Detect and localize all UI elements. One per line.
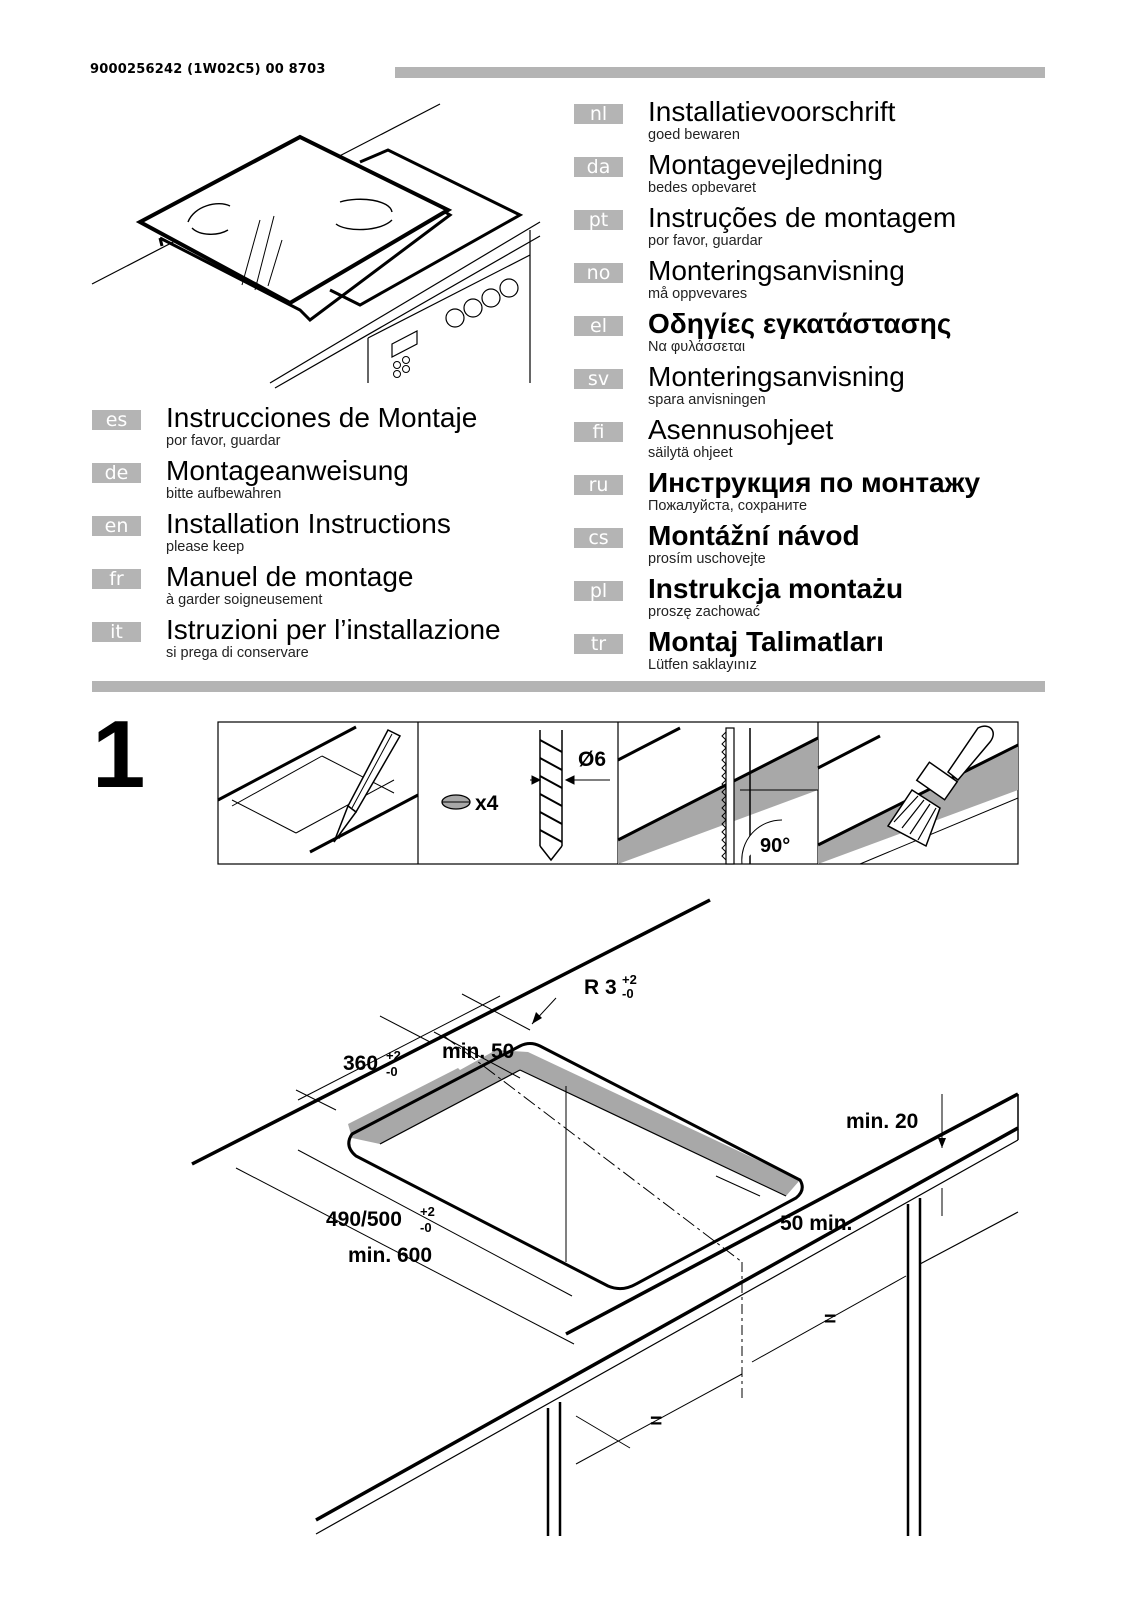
language-code-badge: el xyxy=(574,316,623,336)
language-code-badge: de xyxy=(92,463,141,483)
language-subtitle: prosím uschovejte xyxy=(648,551,766,567)
language-code-badge: da xyxy=(574,157,623,177)
language-code-badge: tr xyxy=(574,634,623,654)
language-code-badge: fi xyxy=(574,422,623,442)
cooktop-illustration xyxy=(91,103,541,389)
language-subtitle: à garder soigneusement xyxy=(166,592,323,608)
language-subtitle: por favor, guardar xyxy=(166,433,281,449)
language-subtitle: bitte aufbewahren xyxy=(166,486,282,502)
language-subtitle: må oppvevares xyxy=(648,286,748,302)
depth-tol-plus: +2 xyxy=(386,1048,401,1063)
language-code-badge: en xyxy=(92,516,141,536)
language-title: Installation Instructions xyxy=(166,508,451,539)
language-code-badge: it xyxy=(92,622,141,642)
language-subtitle: please keep xyxy=(166,539,245,555)
side-clearance-label: 50 min. xyxy=(780,1212,852,1235)
top-thickness-label: min. 20 xyxy=(846,1110,918,1133)
language-title: Montážní návod xyxy=(648,520,860,551)
language-subtitle: spara anvisningen xyxy=(648,392,766,408)
language-title: Monteringsanvisning xyxy=(648,361,905,392)
language-subtitle: goed bewaren xyxy=(648,127,740,143)
language-title: Installatievoorschrift xyxy=(648,96,896,127)
language-subtitle: si prega di conservare xyxy=(166,645,309,661)
language-title: Montagevejledning xyxy=(648,149,884,180)
language-subtitle: por favor, guardar xyxy=(648,233,763,249)
saw-angle-label: 90° xyxy=(760,835,790,857)
sealing-panel xyxy=(817,725,1019,865)
language-code-badge: pt xyxy=(574,210,623,230)
cabinet-width-label: min. 600 xyxy=(348,1244,432,1267)
language-code-badge: fr xyxy=(92,569,141,589)
hole-count-label: x4 xyxy=(475,792,499,815)
width-tol-minus: -0 xyxy=(420,1220,432,1235)
marking-panel xyxy=(217,725,419,854)
language-title: Instruções de montagem xyxy=(648,202,957,233)
depth-label: 360 xyxy=(343,1052,378,1075)
step-number: 1 xyxy=(92,701,146,808)
depth-tol-minus: -0 xyxy=(386,1064,398,1079)
language-code-badge: nl xyxy=(574,104,623,124)
sawing-panel xyxy=(617,726,819,865)
language-subtitle: säilytä ohjeet xyxy=(648,445,733,461)
width-label: 490/500 xyxy=(326,1208,402,1231)
language-code-badge: es xyxy=(92,410,141,430)
language-title: Инструкция по монтажу xyxy=(648,467,981,498)
language-subtitle: Να φυλάσσεται xyxy=(648,339,746,355)
equal-mark-right: = xyxy=(824,1308,836,1331)
radius-label: R 3 xyxy=(584,976,617,999)
radius-tol-minus: -0 xyxy=(622,986,634,1001)
back-clearance-label: min. 50 xyxy=(442,1040,514,1063)
language-subtitle: Пожалуйста, сохраните xyxy=(648,498,808,514)
drilling-panel xyxy=(441,730,610,862)
language-title: Manuel de montage xyxy=(166,561,414,592)
installation-diagram xyxy=(191,898,1019,1536)
equal-mark-left: = xyxy=(650,1410,662,1433)
language-subtitle: proszę zachować xyxy=(648,604,761,620)
radius-tol-plus: +2 xyxy=(622,972,637,987)
language-code-badge: pl xyxy=(574,581,623,601)
language-title: Asennusohjeet xyxy=(648,414,834,445)
drill-diameter-label: Ø6 xyxy=(578,748,606,771)
language-code-badge: ru xyxy=(574,475,623,495)
language-code-badge: cs xyxy=(574,528,623,548)
language-title: Montageanweisung xyxy=(166,455,409,486)
language-code-badge: sv xyxy=(574,369,623,389)
language-title: Instrucciones de Montaje xyxy=(166,402,478,433)
document-code: 9000256242 (1W02C5) 00 8703 xyxy=(90,62,326,77)
language-title: Instrukcja montażu xyxy=(648,573,904,604)
width-tol-plus: +2 xyxy=(420,1204,435,1219)
header-bar xyxy=(395,67,1045,78)
language-title: Monteringsanvisning xyxy=(648,255,905,286)
language-title: Οδηγίες εγκατάστασης xyxy=(648,308,952,339)
step-panels: Ø6 x4 90° xyxy=(217,721,1019,865)
language-title: Montaj Talimatları xyxy=(648,626,884,657)
section-divider xyxy=(92,681,1045,692)
language-title: Istruzioni per l’installazione xyxy=(166,614,501,645)
language-subtitle: Lütfen saklayınız xyxy=(648,657,757,673)
language-code-badge: no xyxy=(574,263,623,283)
language-subtitle: bedes opbevaret xyxy=(648,180,757,196)
